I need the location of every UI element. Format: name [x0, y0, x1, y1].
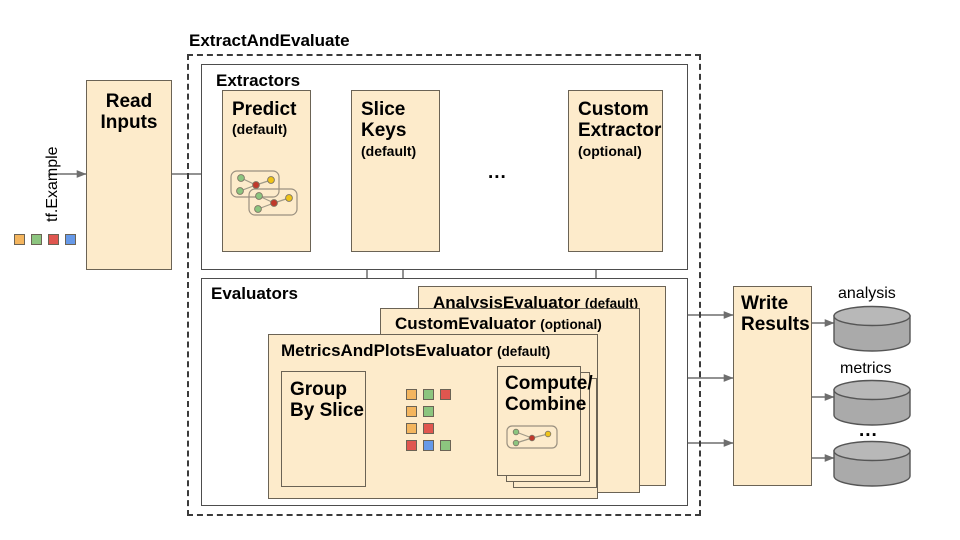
extractors-ellipsis: ...: [488, 162, 507, 183]
chip-green: [31, 234, 42, 245]
extractor-custom-line1: Custom: [578, 99, 649, 120]
metrics-evaluator-sub: (default): [497, 344, 551, 359]
compute-combine-line2: Combine: [505, 394, 587, 416]
slice-chip-row: [406, 406, 451, 417]
chip-green: [440, 440, 451, 451]
extractor-predict-line1: Predict: [232, 99, 297, 120]
input-label: tf.Example: [44, 146, 61, 222]
chip-red: [423, 423, 434, 434]
extractor-custom-box[interactable]: Custom Extractor (optional): [568, 90, 663, 252]
slice-chip-row: [406, 389, 451, 400]
read-inputs-line1: Read: [105, 91, 153, 112]
metrics-evaluator-title: MetricsAndPlotsEvaluator: [281, 341, 493, 360]
write-results-label: Write Results: [734, 287, 811, 336]
custom-evaluator-sub: (optional): [540, 317, 602, 332]
custom-evaluator-title-row: CustomEvaluator (optional): [381, 309, 639, 334]
more-stores-icon[interactable]: [833, 440, 911, 487]
custom-evaluator-title: CustomEvaluator: [395, 314, 536, 333]
graph-icon-compute: [506, 425, 558, 449]
input-chips: [14, 234, 76, 245]
chip-blue: [423, 440, 434, 451]
extractor-slice-keys-label: Slice Keys (default): [352, 91, 439, 159]
chip-orange: [406, 389, 417, 400]
write-results-line1: Write: [741, 293, 789, 314]
group-by-slice-line1: Group: [290, 379, 347, 400]
metrics-store-icon[interactable]: [833, 379, 911, 426]
analysis-evaluator-title-row: AnalysisEvaluator (default): [419, 287, 665, 313]
extractor-predict-sub: (default): [232, 121, 288, 138]
slice-chip-grid: [406, 389, 451, 451]
chip-blue: [65, 234, 76, 245]
write-results-line2: Results: [741, 314, 810, 336]
extract-and-evaluate-title: ExtractAndEvaluate: [189, 31, 350, 50]
more-stores-label: ...: [859, 420, 878, 441]
group-by-slice-box[interactable]: Group By Slice: [281, 371, 366, 487]
extractor-slice-keys-sub: (default): [361, 142, 417, 159]
compute-combine-line1: Compute/: [505, 373, 593, 394]
extractor-predict-label: Predict (default): [223, 91, 310, 137]
metrics-store-label: metrics: [840, 360, 892, 377]
chip-red: [406, 440, 417, 451]
chip-red: [48, 234, 59, 245]
read-inputs-line2: Inputs: [100, 112, 158, 134]
write-results-box[interactable]: Write Results: [733, 286, 812, 486]
metrics-evaluator-title-row: MetricsAndPlotsEvaluator (default): [269, 335, 597, 361]
chip-orange: [14, 234, 25, 245]
chip-red: [440, 389, 451, 400]
analysis-store-icon[interactable]: [833, 305, 911, 352]
slice-chip-row: [406, 440, 451, 451]
chip-green: [423, 406, 434, 417]
analysis-store-label: analysis: [838, 285, 896, 302]
extractor-custom-line2: Extractor: [578, 120, 662, 142]
group-by-slice-line2: By Slice: [290, 400, 364, 422]
graph-icon-predict: [230, 170, 298, 216]
chip-orange: [406, 423, 417, 434]
compute-combine-label: Compute/ Combine: [498, 367, 593, 416]
extractor-slice-keys-line1: Slice: [361, 99, 406, 120]
extractors-group-title: Extractors: [216, 71, 301, 90]
analysis-evaluator-sub: (default): [584, 296, 639, 311]
extractor-predict-box[interactable]: Predict (default): [222, 90, 311, 252]
analysis-evaluator-title: AnalysisEvaluator: [433, 293, 581, 312]
extractor-slice-keys-box[interactable]: Slice Keys (default): [351, 90, 440, 252]
read-inputs-box[interactable]: Read Inputs: [86, 80, 172, 270]
chip-orange: [406, 406, 417, 417]
extractor-slice-keys-line2: Keys: [361, 120, 407, 142]
read-inputs-label: Read Inputs: [87, 81, 171, 134]
compute-combine-box[interactable]: Compute/ Combine: [497, 366, 593, 476]
group-by-slice-label: Group By Slice: [282, 372, 365, 422]
extract-and-evaluate-container: [187, 54, 701, 516]
extractor-custom-sub: (optional): [578, 142, 642, 159]
slice-chip-row: [406, 423, 451, 434]
extractor-custom-label: Custom Extractor (optional): [569, 91, 662, 159]
evaluators-group-title: Evaluators: [211, 284, 298, 303]
chip-green: [423, 389, 434, 400]
